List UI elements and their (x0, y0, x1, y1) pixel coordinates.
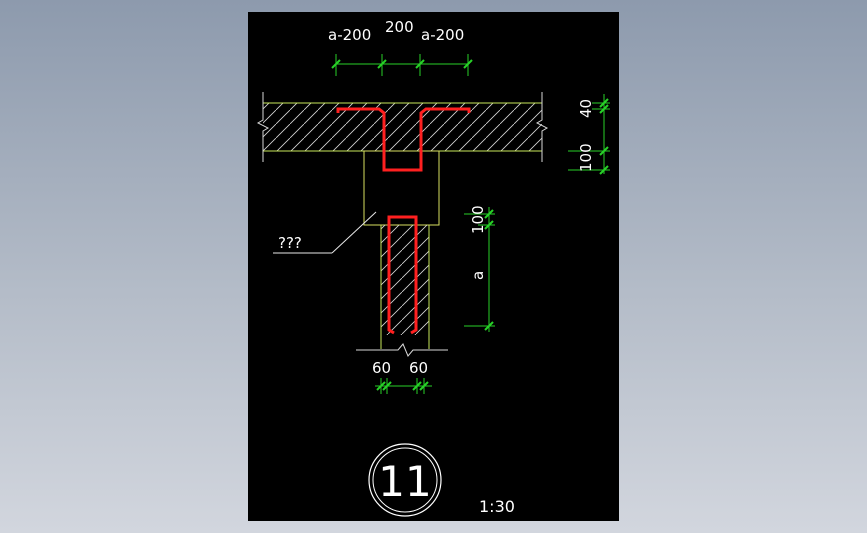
leader: ??? (273, 211, 377, 254)
bottom-dim-tick-4 (419, 381, 429, 391)
slab-rebar-u-bar (336, 107, 471, 172)
wall-dim-tick-1 (484, 209, 494, 219)
slab-hatch (263, 103, 542, 151)
scale-label: 1:30 (479, 497, 515, 516)
wall-dim-label-a: a (469, 271, 487, 280)
right-slab-dimension-chain: 40 100 (568, 94, 610, 175)
slab-dim-label-100: 100 (577, 143, 595, 172)
top-dim-label-2: 200 (385, 18, 414, 36)
beam-head-outline (363, 150, 440, 226)
top-dim-tick-3 (415, 59, 425, 69)
detail-marker: 11 (368, 443, 442, 517)
detail-drawing: ??? a-200 200 a-200 40 100 (256, 18, 610, 517)
wall-rebar-u-bar (387, 215, 418, 335)
bottom-dim-label-1: 60 (372, 359, 391, 377)
slab-dim-tick-3 (599, 146, 609, 156)
top-dim-tick-4 (463, 59, 473, 69)
wall-dim-tick-2 (484, 220, 494, 230)
wall (356, 225, 448, 357)
wall-dim-label-100: 100 (469, 205, 487, 234)
slab-dim-label-40: 40 (577, 99, 595, 118)
slab-dim-tick-2 (599, 104, 609, 114)
detail-marker-outer-circle (368, 443, 442, 517)
bottom-dim-label-2: 60 (409, 359, 428, 377)
slab-right-break-line (535, 92, 549, 162)
slab-dim-tick-4 (599, 165, 609, 175)
top-dim-label-3: a-200 (421, 26, 464, 44)
bottom-dimension-chain: 60 60 (372, 359, 432, 394)
top-dim-tick-1 (331, 59, 341, 69)
bottom-dim-tick-1 (376, 381, 386, 391)
slab-left-break-line (256, 92, 270, 162)
bottom-dim-tick-3 (412, 381, 422, 391)
slab-dim-tick-1 (599, 98, 609, 108)
bottom-dim-tick-2 (382, 381, 392, 391)
leader-label: ??? (278, 234, 302, 252)
wall-bottom-break-line (356, 343, 448, 357)
rebar (336, 107, 471, 335)
top-dimension-chain: a-200 200 a-200 (328, 18, 473, 76)
leader-line (331, 211, 377, 254)
top-dim-tick-2 (377, 59, 387, 69)
right-wall-dimension-chain: 100 a (464, 205, 495, 332)
wall-dim-tick-3 (484, 321, 494, 331)
top-dim-label-1: a-200 (328, 26, 371, 44)
cad-drawing-viewport[interactable]: ??? a-200 200 a-200 40 100 (248, 12, 619, 521)
detail-marker-inner-circle (372, 447, 438, 513)
detail-number: 11 (378, 457, 431, 506)
